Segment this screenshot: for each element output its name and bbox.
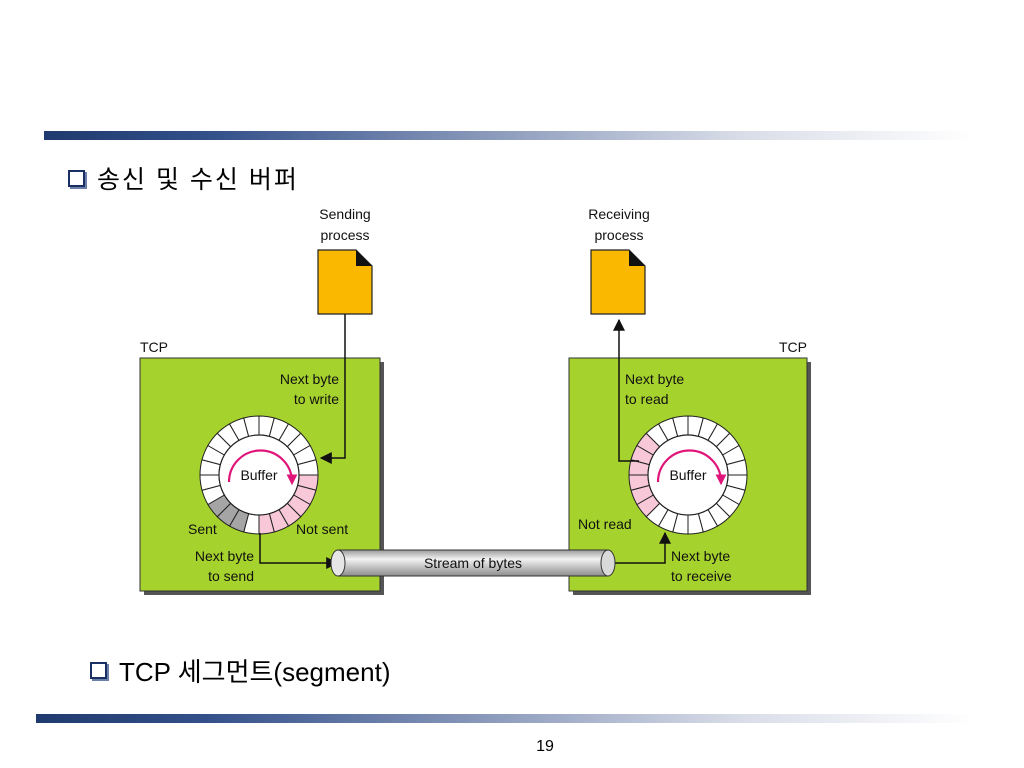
not-sent-label: Not sent — [296, 521, 348, 537]
stream-of-bytes-label: Stream of bytes — [424, 555, 522, 571]
next-byte-to-write-label-line2: to write — [294, 391, 339, 407]
receive-arrow — [614, 531, 671, 564]
sending-process-label-line2: process — [320, 227, 369, 243]
bullet-square-icon — [90, 662, 107, 679]
subheading-row: TCP 세그먼트(segment) — [90, 652, 390, 689]
next-byte-to-read-label-line2: to read — [625, 391, 669, 407]
receiving-process-label-line1: Receiving — [588, 206, 649, 222]
receiver-buffer-inner — [647, 434, 729, 516]
next-byte-to-read-label-line1: Next byte — [625, 371, 684, 387]
next-byte-to-send-label-line2: to send — [208, 568, 254, 584]
receiver-buffer-direction-arrow-icon — [656, 449, 727, 486]
not-read-label: Not read — [578, 516, 632, 532]
receiving-document-fold-icon — [629, 250, 645, 266]
sender-buffer-inner — [218, 434, 300, 516]
receiving-process-label-line2: process — [594, 227, 643, 243]
send-arrow — [259, 533, 339, 569]
sender-buffer-label: Buffer — [240, 467, 277, 483]
sender-buffer-direction-arrow-icon — [227, 449, 298, 486]
sending-document-fold-icon — [356, 250, 372, 266]
write-arrow — [319, 314, 346, 464]
page-number: 19 — [536, 738, 554, 755]
next-byte-to-receive-label-line1: Next byte — [671, 548, 730, 564]
heading-row: 송신 및 수신 버퍼 — [68, 160, 299, 196]
read-arrow — [613, 318, 639, 462]
top-rule — [44, 131, 974, 140]
sending-process-label-line1: Sending — [319, 206, 370, 222]
sent-label: Sent — [188, 521, 217, 537]
stream-pipe — [330, 549, 616, 577]
receiver-tcp-label: TCP — [779, 339, 807, 355]
sender-buffer-ring — [199, 415, 319, 535]
slide-heading: 송신 및 수신 버퍼 — [97, 166, 299, 194]
slide-subheading: TCP 세그먼트(segment) — [119, 657, 391, 687]
bullet-square-icon — [68, 169, 85, 187]
receiver-buffer-label: Buffer — [669, 467, 706, 483]
next-byte-to-receive-label-line2: to receive — [671, 568, 732, 584]
sender-tcp-label: TCP — [140, 339, 168, 355]
next-byte-to-write-label-line1: Next byte — [280, 371, 339, 387]
bottom-rule — [36, 714, 976, 723]
next-byte-to-send-label-line1: Next byte — [195, 548, 254, 564]
